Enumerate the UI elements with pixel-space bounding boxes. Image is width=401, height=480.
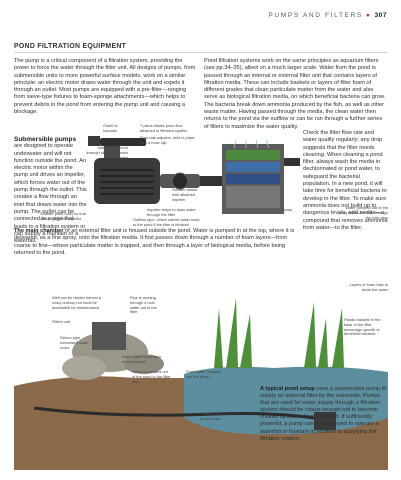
label-water-inflow: Water is drawn in through slits in the o… — [86, 145, 128, 160]
pump-filter-illustration — [88, 136, 300, 214]
label-pond-water: Pond water is drawn into the pump — [186, 369, 222, 379]
impeller-icon — [171, 172, 189, 190]
spray-icon — [233, 139, 270, 149]
pump-intake-slits — [100, 169, 154, 195]
label-plastic-baskets: Plastic baskets in the base of the filte… — [344, 317, 381, 337]
pipework — [33, 406, 315, 420]
main-chamber-text: of an external filter unit is housed out… — [14, 228, 295, 256]
foam-layer-fine — [226, 174, 280, 184]
submersible-pump — [314, 412, 336, 430]
label-water-pumped: Water is pumped out of the pond to the f… — [132, 369, 171, 384]
label-chamber: Well can be hidden behind a rocky outcro… — [52, 295, 102, 310]
section-title: POND FILTRATION EQUIPMENT — [14, 43, 127, 50]
label-adjuster: Flow rate adjuster, held in place with a… — [140, 135, 195, 145]
return-pipe — [284, 158, 300, 166]
label-outflow: Outflow pipe, which carries water back t… — [133, 217, 200, 227]
maintenance-paragraph: Check the filter flow rate and water qua… — [303, 130, 388, 231]
label-sieve: Strainer (filter hole) so that cannot cl… — [40, 211, 86, 221]
label-return: Water pumped out of the pond enters the … — [338, 205, 388, 220]
label-drain: Drain water flows back in to the pond — [122, 354, 162, 364]
label-layers: Layers of foam help to clean the water — [349, 282, 389, 292]
foam-layer-medium — [226, 162, 280, 172]
outlet-pipe — [100, 138, 146, 146]
outlet-nozzle — [88, 136, 100, 146]
filter-unit — [92, 322, 126, 350]
pond-scene-illustration — [14, 268, 388, 470]
label-spray: Spray — [282, 207, 293, 212]
typical-setup-text: uses a submersible pump to supply an ext… — [260, 386, 387, 442]
submersible-heading: Submersible pumps — [14, 136, 77, 143]
pond-water — [184, 366, 388, 435]
rock — [62, 356, 106, 380]
typical-setup-caption: A typical pond setup uses a submersible … — [260, 386, 388, 443]
submersible-text: are designed to operate underwater and w… — [14, 143, 87, 245]
typical-setup-heading: A typical pond setup — [260, 386, 315, 392]
t-piece — [104, 146, 120, 158]
pump-body — [94, 158, 160, 204]
main-chamber-paragraph: The main chamber of an external filter u… — [14, 228, 300, 257]
label-flow-valve: T-piece allows pond flow attached to fil… — [140, 123, 188, 133]
rock — [124, 354, 164, 374]
label-outlet-to-fountain: Outlet to fountain — [103, 123, 118, 133]
label-pipework: Pipe is running through a hole water out… — [130, 295, 157, 315]
plant-clump — [214, 298, 344, 368]
running-head: PUMPS AND FILTERS●307 — [268, 12, 387, 19]
filtration-paragraph: Pond filtration systems work on the same… — [204, 58, 386, 130]
label-impeller: Impeller helps to draw water through the… — [147, 207, 196, 217]
biological-media — [226, 186, 280, 208]
section-divider — [14, 52, 387, 53]
foam-layer-coarse — [226, 150, 280, 160]
inlet-pipe — [200, 176, 222, 186]
main-chamber-heading: The main chamber — [14, 228, 64, 234]
label-filters-unit: Filters unit — [52, 319, 70, 324]
intro-paragraph: The pump is a critical component of a fi… — [14, 58, 196, 116]
label-ultraviolet: Swollen media with attached impeller — [172, 187, 198, 202]
running-head-title: PUMPS AND FILTERS — [268, 12, 363, 19]
bullet-icon: ● — [365, 12, 372, 19]
page-number: 307 — [374, 12, 387, 19]
label-pump: Pump positioned on a solid base — [200, 411, 235, 421]
label-return-pipe: Return pipe concealed under rocks — [60, 335, 89, 350]
